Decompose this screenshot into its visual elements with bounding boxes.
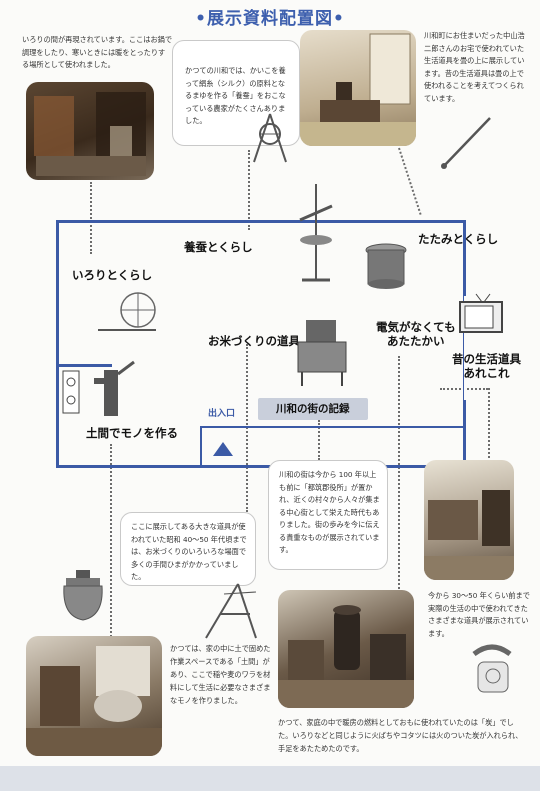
zone-okome: お米づくりの道具 — [208, 334, 300, 348]
silk-reel-icon — [253, 113, 287, 163]
irori-description: いろりの間が再現されています。ここはお鍋で調理をしたり、寒いときには暖をとったり… — [22, 35, 173, 69]
zone-doma: 土間でモノを作る — [86, 426, 178, 440]
irori-leader — [90, 182, 92, 254]
yosan-leader — [248, 150, 250, 230]
doma-photo — [26, 636, 162, 756]
phone-icon — [472, 644, 512, 693]
doma-room-illustration — [26, 646, 162, 756]
floor-entrance-top — [200, 426, 466, 428]
tatami-description: 川和町にお住まいだった中山浩二郎さんのお宅で使われていた生活道具を畳の上に展示し… — [424, 31, 525, 103]
doma-description: かつては、家の中に土で固めた作業スペースである「土間」があり、ここで稲や麦のワラ… — [170, 644, 271, 705]
zone-denki-line1: 電気がなくても — [376, 320, 456, 334]
mukashi-leader-v — [488, 388, 490, 458]
zone-machi: 川和の街の記録 — [276, 403, 350, 415]
mukashi-room-illustration — [424, 490, 514, 580]
machi-leader — [318, 420, 320, 460]
tatami-photo — [300, 30, 416, 146]
mukashi-photo — [424, 460, 514, 580]
spinning-wheel-icon — [98, 292, 156, 331]
zone-tatami: たたみとくらし — [418, 232, 499, 246]
tatami-tool-icon — [441, 117, 491, 169]
machi-description: 川和の街は今から 100 年以上も前に「都筑郡役所」が置かれ、近くの村々から人々… — [268, 460, 388, 570]
zone-denki-line2: あたたかい — [387, 334, 445, 348]
irori-room-illustration — [34, 92, 146, 176]
zone-yosan: 養蚕とくらし — [184, 240, 253, 254]
zone-mukashi-line2: あれこれ — [463, 366, 510, 380]
mortar-icon — [365, 243, 407, 289]
entrance-label: 出入口 — [208, 409, 236, 419]
pump-icon — [94, 360, 135, 416]
rice-cooker-icon — [63, 570, 103, 621]
okome-description: ここに展示してある大きな道具が使われていた昭和 40～50 年代頃までは、お米づ… — [120, 512, 256, 586]
stove-icon — [278, 605, 414, 708]
shelf-icon — [62, 370, 80, 414]
thresher-icon — [297, 320, 347, 386]
denki-description: かつて、家庭の中で暖房の燃料としておもに使われていたのは「炭」でした。いろりなど… — [278, 718, 523, 753]
page-title: •展示資料配置図• — [195, 9, 345, 29]
doma-leader — [110, 444, 112, 640]
zone-mukashi-line1: 昔の生活道具 — [452, 352, 521, 366]
tatami-leader — [398, 147, 422, 215]
denki-leader — [398, 356, 400, 592]
rice-tool-icon — [205, 583, 257, 639]
machi-bar — [258, 398, 368, 420]
tatami-room-illustration — [300, 33, 416, 146]
zone-irori: いろりとくらし — [72, 268, 153, 282]
footer-band — [0, 766, 540, 791]
floor-partition-left — [56, 364, 112, 367]
tv-icon — [459, 293, 503, 333]
irori-photo — [26, 82, 154, 180]
zone-denki: 電気がなくても あたたかい — [376, 320, 456, 348]
silk-spinning-icon — [299, 184, 333, 282]
entrance-arrow-icon — [213, 442, 233, 456]
mukashi-description: 今から 30～50 年くらい前まで実際の生活の中で使われてきたさまざまな道具が展… — [428, 591, 530, 638]
floor-entrance-wall — [200, 426, 202, 468]
denki-photo — [278, 590, 414, 708]
floor-opening-right — [464, 296, 467, 400]
zone-mukashi: 昔の生活道具 あれこれ — [452, 352, 521, 380]
okome-leader — [246, 344, 248, 512]
